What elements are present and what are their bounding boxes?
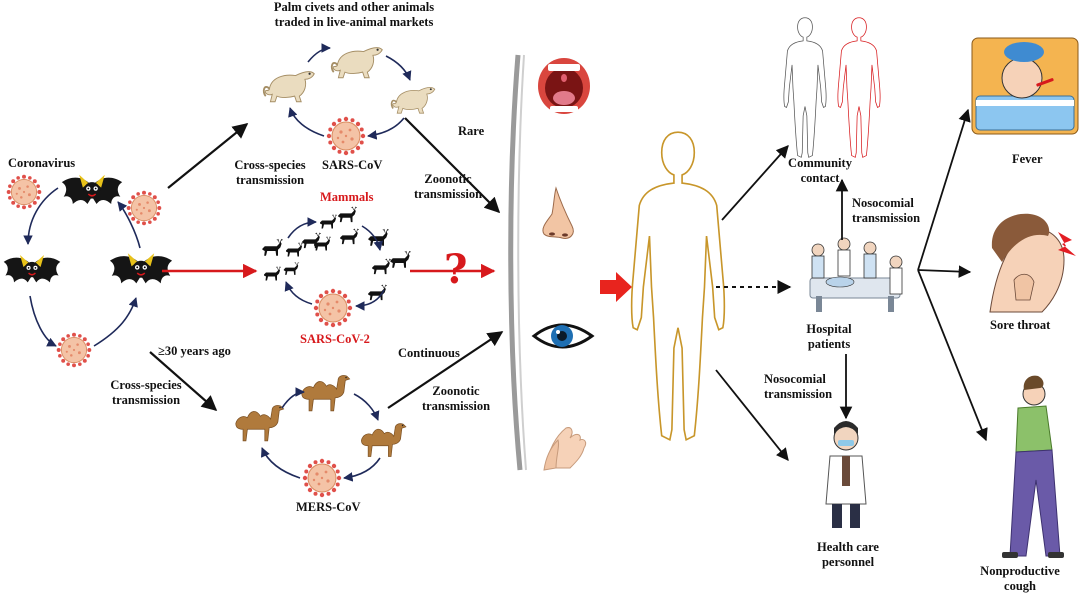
sore-throat-icon <box>989 213 1076 313</box>
zoonotic-label-bottom: Zoonotic transmission <box>421 384 491 413</box>
cross-species-arrow-top <box>167 123 249 189</box>
zoonotic-arrow-top <box>404 117 501 214</box>
mers-cov-cycle-arrows <box>260 387 381 482</box>
hospital-patients-label: Hospital patients <box>806 322 852 351</box>
bat-icon <box>61 174 123 205</box>
sore-throat-label: Sore throat <box>990 318 1051 332</box>
eye-icon <box>531 323 595 349</box>
hands-icon <box>543 427 587 471</box>
sars-cov-2-label: SARS-CoV-2 <box>300 332 370 346</box>
cross-species-label-bottom: Cross-species transmission <box>110 378 182 407</box>
coronavirus-label: Coronavirus <box>8 156 76 170</box>
nonproductive-cough-label: Nonproductive cough <box>980 564 1060 593</box>
health-care-personnel-label: Health care personnel <box>817 540 879 569</box>
camel-icon <box>235 405 285 442</box>
sars-cov-cycle-arrows <box>288 43 412 140</box>
mammals-group <box>262 206 412 301</box>
sars-cov-2-virus-icon <box>313 288 353 328</box>
cross-species-arrow-bottom <box>149 351 218 412</box>
hospital-scene-icon <box>809 237 903 312</box>
virus-icon <box>126 190 162 226</box>
sars-cov-2-cycle-arrows <box>284 217 385 311</box>
civet-icon <box>262 70 316 103</box>
human-body-outline <box>630 131 726 441</box>
civet-icon <box>390 86 436 115</box>
community-contact-label: Community contact <box>788 156 852 185</box>
fever-label: Fever <box>1012 152 1043 166</box>
camel-icon <box>301 375 351 412</box>
mucosal-barrier <box>508 54 523 471</box>
community-person-icon <box>783 17 827 158</box>
arrow-to-community <box>721 145 789 221</box>
civet-icon <box>330 46 384 79</box>
cross-species-label-top: Cross-species transmission <box>234 158 306 187</box>
zoonotic-arrow-bottom <box>387 331 504 409</box>
continuous-label: Continuous <box>398 346 460 360</box>
mouth-icon <box>538 58 590 114</box>
camel-icon <box>361 423 407 457</box>
bat-icon <box>2 254 62 284</box>
arrow-to-healthcare <box>715 369 789 461</box>
cough-icon <box>1002 375 1064 558</box>
community-person-icon <box>837 17 881 158</box>
fever-icon <box>971 37 1079 135</box>
doctor-icon <box>825 421 867 528</box>
mammals-label: Mammals <box>320 190 374 204</box>
bat-cycle-arrows <box>23 187 141 347</box>
arrow-to-cough <box>917 269 988 442</box>
mers-cov-virus-icon <box>302 458 342 498</box>
nose-icon <box>542 186 574 239</box>
bat-icon <box>109 252 173 285</box>
arrow-to-fever <box>917 108 971 271</box>
arrow-to-sore-throat <box>917 265 972 278</box>
zoonotic-label-top: Zoonotic transmission <box>413 172 483 201</box>
rare-label: Rare <box>458 124 485 138</box>
nosocomial-label-bottom: Nosocomial transmission <box>764 372 833 401</box>
question-mark: ? <box>444 246 468 293</box>
nosocomial-label-top: Nosocomial transmission <box>852 196 921 225</box>
years-ago-label: ≥30 years ago <box>158 344 231 358</box>
sars-cov-label: SARS-CoV <box>322 158 383 172</box>
virus-icon <box>56 332 92 368</box>
mers-cov-label: MERS-CoV <box>296 500 361 514</box>
palm-civets-label: Palm civets and other animals traded in … <box>273 0 435 29</box>
entry-arrow <box>600 272 632 302</box>
virus-icon <box>6 174 42 210</box>
sars-cov-virus-icon <box>326 116 366 156</box>
